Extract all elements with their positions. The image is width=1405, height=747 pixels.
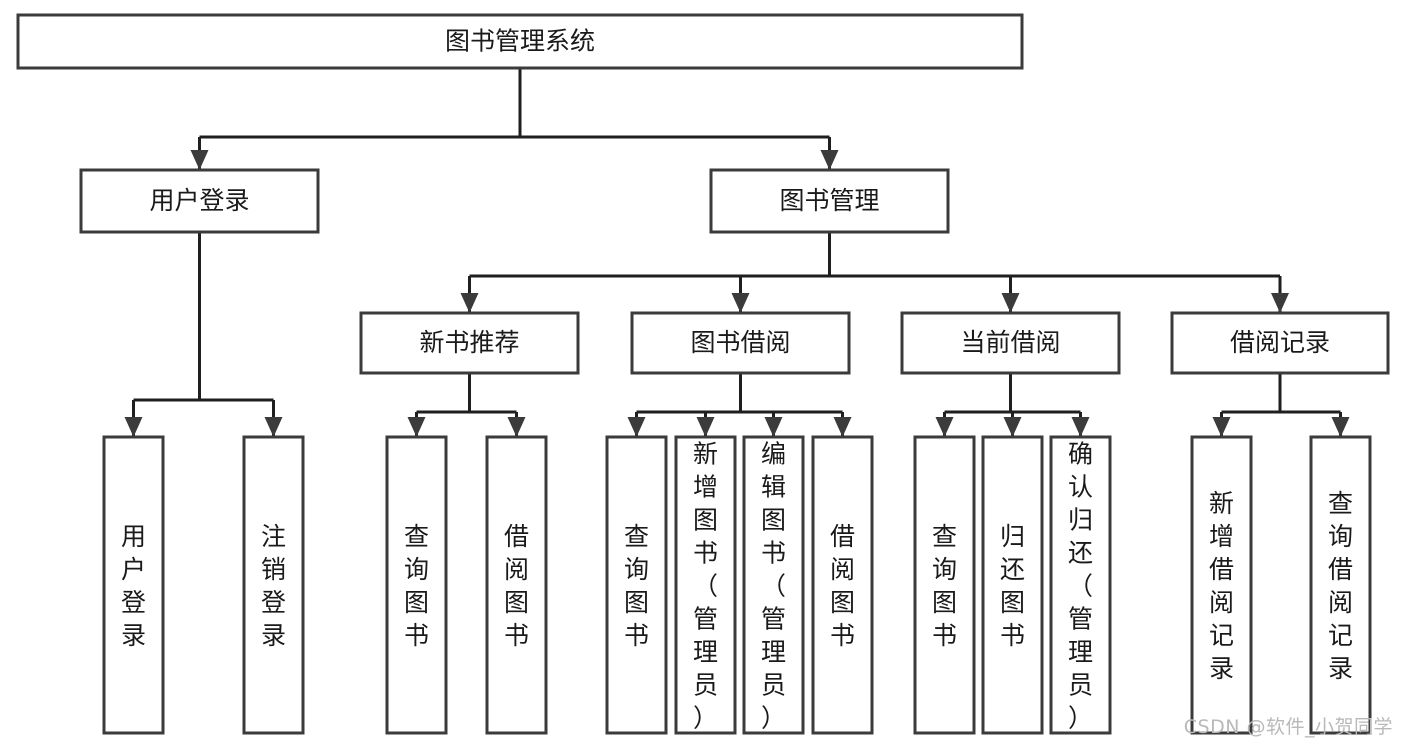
node-layer: 图书管理系统用户登录图书管理新书推荐图书借阅当前借阅借阅记录用户登录注销登录查询… — [16, 13, 1390, 735]
leaf-node-6-label: 编辑图书（管理员） — [761, 440, 786, 733]
leaf-node-11-label: 新增借阅记录 — [1209, 489, 1234, 683]
arrow-head-icon — [833, 417, 852, 437]
leaf-node-4-label: 查询图书 — [624, 522, 649, 650]
root-node-box[interactable] — [16, 13, 1024, 70]
level2-node-0-box[interactable] — [79, 168, 320, 234]
arrow-head-icon — [696, 417, 715, 437]
leaf-node-2-box[interactable] — [385, 435, 448, 735]
leaf-node-0-label: 用户登录 — [121, 522, 146, 650]
arrow-head-icon — [1331, 417, 1350, 437]
level3-node-2-box[interactable] — [900, 311, 1121, 375]
leaf-node-10-label: 确认归还（管理员） — [1068, 440, 1093, 733]
arrow-head-icon — [731, 293, 750, 313]
leaf-node-10-box[interactable] — [1049, 435, 1112, 735]
leaf-node-3-box[interactable] — [485, 435, 548, 735]
level3-node-0-box[interactable] — [359, 311, 580, 375]
leaf-node-2-label: 查询图书 — [404, 522, 429, 650]
arrow-head-icon — [764, 417, 783, 437]
arrow-head-icon — [935, 417, 954, 437]
root-node-label: 图书管理系统 — [445, 27, 595, 56]
leaf-node-12-box[interactable] — [1309, 435, 1372, 735]
leaf-node-5-label: 新增图书（管理员） — [693, 440, 718, 733]
arrow-head-icon — [1212, 417, 1231, 437]
arrow-head-icon — [1001, 293, 1020, 313]
arrow-head-icon — [124, 417, 143, 437]
arrow-head-icon — [460, 293, 479, 313]
arrow-head-icon — [1271, 293, 1289, 313]
arrow-head-icon — [627, 417, 646, 437]
level2-node-1-label: 图书管理 — [779, 186, 879, 215]
arrow-head-icon — [190, 150, 209, 170]
arrow-head-icon — [507, 417, 526, 437]
leaf-node-6-box[interactable] — [742, 435, 805, 735]
leaf-node-0-box[interactable] — [102, 435, 165, 735]
level3-node-3-box[interactable] — [1170, 311, 1390, 375]
leaf-node-9-box[interactable] — [981, 435, 1044, 735]
connector-layer — [124, 68, 1350, 437]
leaf-node-12-label: 查询借阅记录 — [1328, 489, 1353, 683]
level3-node-1-box[interactable] — [630, 311, 851, 375]
leaf-node-8-box[interactable] — [913, 435, 976, 735]
leaf-node-3-label: 借阅图书 — [504, 522, 529, 650]
leaf-node-9-label: 归还图书 — [1000, 522, 1025, 650]
leaf-node-1-box[interactable] — [242, 435, 305, 735]
level2-node-1-box[interactable] — [709, 168, 950, 234]
leaf-node-11-box[interactable] — [1190, 435, 1253, 735]
level3-node-0-label: 新书推荐 — [419, 328, 519, 357]
leaf-node-5-box[interactable] — [674, 435, 737, 735]
leaf-node-1-label: 注销登录 — [261, 522, 286, 650]
arrow-head-icon — [1003, 417, 1022, 437]
csdn-watermark: CSDN @软件_小贺同学 — [1183, 716, 1393, 738]
arrow-head-icon — [1071, 417, 1090, 437]
level3-node-3-label: 借阅记录 — [1230, 328, 1330, 357]
leaf-node-4-box[interactable] — [605, 435, 668, 735]
level3-node-1-label: 图书借阅 — [690, 328, 790, 357]
arrow-head-icon — [407, 417, 426, 437]
leaf-node-7-label: 借阅图书 — [830, 522, 855, 650]
leaf-node-7-box[interactable] — [811, 435, 874, 735]
arrow-head-icon — [264, 417, 283, 437]
level3-node-2-label: 当前借阅 — [960, 328, 1060, 357]
leaf-node-8-label: 查询图书 — [932, 522, 957, 650]
arrow-head-icon — [820, 150, 839, 170]
level2-node-0-label: 用户登录 — [149, 186, 249, 215]
